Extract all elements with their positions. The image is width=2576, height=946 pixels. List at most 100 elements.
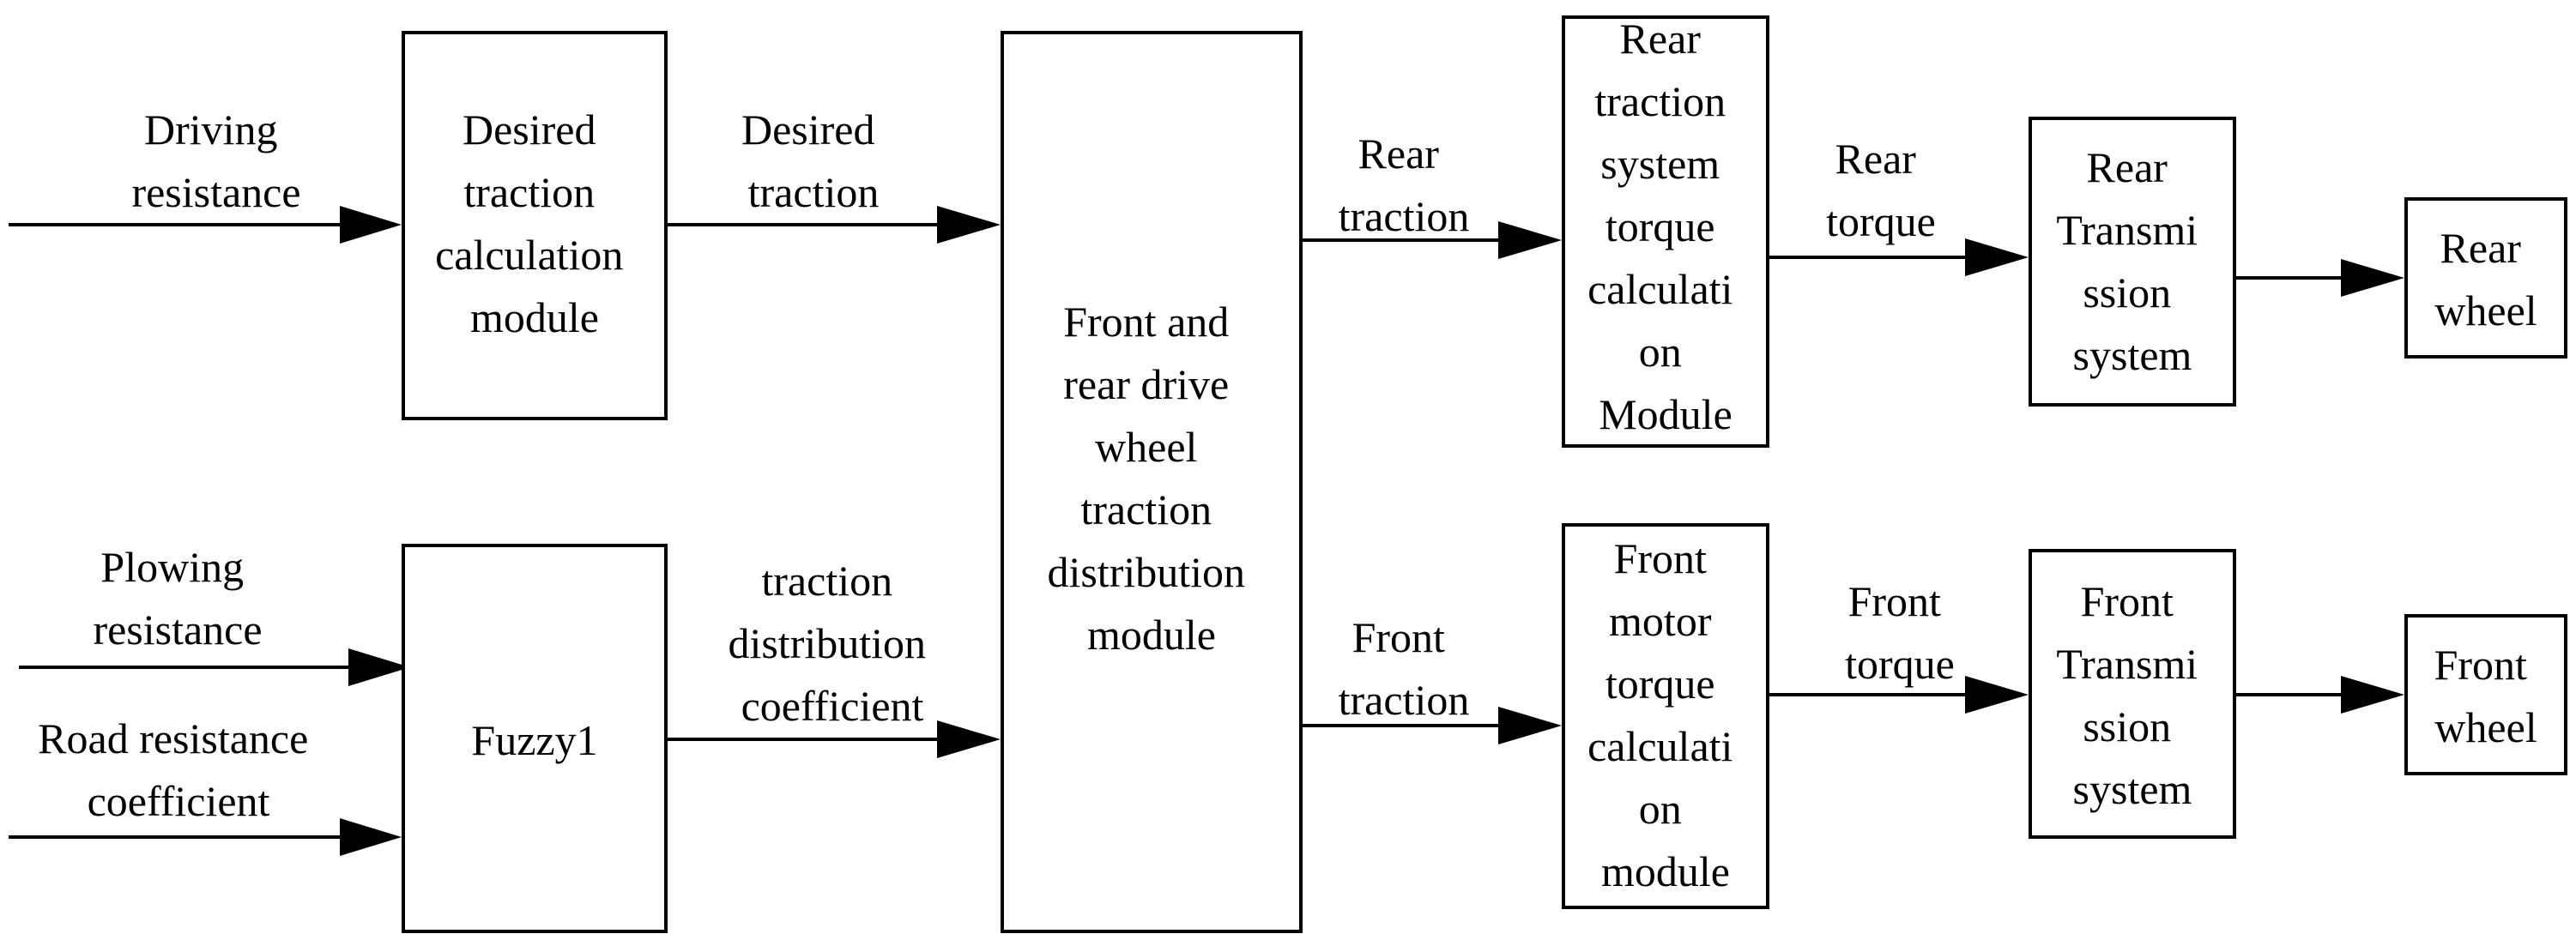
front-traction-label: Front traction — [1339, 613, 1470, 724]
block-line: ssion — [2083, 702, 2171, 750]
front-traction-arrowhead — [1498, 707, 1562, 744]
block-line: torque — [1605, 202, 1715, 250]
traction-distribution-box — [1001, 31, 1303, 933]
desired-traction-calculation-block: Desired traction calculation module — [402, 31, 668, 420]
block-line: Front — [1614, 534, 1707, 582]
signal-line: traction — [748, 168, 880, 216]
rear-torque-calculation-box — [1562, 15, 1769, 448]
block-line: Front — [2434, 641, 2527, 689]
front-transmission-box — [2029, 549, 2236, 839]
signal-line: Front — [1848, 577, 1941, 625]
rear-traction-arrowhead — [1498, 221, 1562, 259]
block-line: motor — [1609, 597, 1712, 645]
block-line: traction — [463, 168, 595, 216]
signal-line: Rear — [1358, 130, 1440, 178]
signal-line: traction — [1339, 676, 1470, 724]
signal-line: Plowing — [100, 543, 244, 591]
plowing-resistance-label: Plowing resistance — [93, 543, 262, 654]
block-line: Rear — [2087, 143, 2168, 191]
signal-line: traction — [761, 557, 892, 605]
block-line: calculati — [1587, 265, 1732, 313]
block-line: calculation — [435, 231, 623, 279]
signal-line: Rear — [1835, 135, 1917, 183]
fuzzy1-box — [402, 544, 668, 933]
desired-traction-label: Desired traction — [741, 105, 886, 216]
front-transmission-to-wheel-arrowhead — [2341, 676, 2404, 714]
front-torque-label: Front torque — [1845, 577, 1955, 688]
block-line: Front — [2081, 577, 2174, 625]
road-resistance-arrowhead — [340, 818, 402, 856]
signal-line: resistance — [131, 168, 300, 216]
fuzzy1-block: Fuzzy1 — [402, 544, 668, 933]
front-torque-calculation-box — [1562, 523, 1769, 909]
connections — [9, 206, 2404, 856]
signal-line: resistance — [93, 606, 262, 654]
driving-resistance-label: Driving resistance — [131, 105, 300, 216]
plowing-resistance-arrowhead — [348, 648, 410, 686]
signal-line: Desired — [741, 105, 875, 154]
fuzzy1-label: Fuzzy1 — [471, 716, 597, 764]
rear-transmission-box — [2029, 117, 2236, 407]
front-torque-arrowhead — [1965, 676, 2029, 714]
rear-wheel-block: Rear wheel — [2404, 197, 2567, 359]
block-line: wheel — [2434, 286, 2537, 334]
signal-line: torque — [1826, 197, 1936, 245]
block-line: system — [1600, 140, 1720, 188]
block-line: Fuzzy1 — [471, 716, 597, 764]
front-wheel-label: Front wheel — [2434, 641, 2538, 751]
block-line: system — [2073, 331, 2192, 379]
rear-transmission-block: Rear Transmi ssion system — [2029, 117, 2236, 407]
distribution-coefficient-arrowhead — [937, 720, 1001, 758]
block-line: Module — [1599, 390, 1732, 438]
signal-line: distribution — [728, 619, 926, 667]
block-line: Rear — [2440, 224, 2522, 272]
rear-traction-label: Rear traction — [1339, 130, 1470, 240]
rear-wheel-box — [2404, 197, 2567, 359]
block-line: traction — [1080, 485, 1212, 533]
signal-line: coefficient — [741, 682, 924, 730]
signal-labels: Driving resistance Desired traction Plow… — [38, 105, 1955, 825]
signal-line: Road resistance — [38, 714, 308, 762]
traction-distribution-label: Front and rear drive wheel traction dist… — [1047, 298, 1255, 659]
signal-line: traction — [1339, 192, 1470, 240]
block-line: rear drive — [1063, 360, 1229, 408]
traction-distribution-block: Front and rear drive wheel traction dist… — [1001, 31, 1303, 933]
front-transmission-label: Front Transmi ssion system — [2056, 577, 2208, 813]
road-resistance-coefficient-label: Road resistance coefficient — [38, 714, 319, 825]
front-torque-calculation-block: Front motor torque calculati on module — [1562, 523, 1769, 909]
rear-wheel-label: Rear wheel — [2434, 224, 2537, 334]
rear-torque-arrowhead — [1965, 238, 2029, 276]
block-line: torque — [1605, 660, 1715, 708]
front-wheel-box — [2404, 614, 2567, 775]
rear-transmission-to-wheel-arrowhead — [2341, 259, 2404, 297]
desired-traction-arrowhead — [937, 206, 1001, 244]
front-transmission-block: Front Transmi ssion system — [2029, 549, 2236, 839]
block-line: calculati — [1587, 722, 1732, 770]
block-line: module — [1601, 847, 1730, 895]
block-line: distribution — [1047, 548, 1245, 596]
rear-torque-calculation-block: Rear traction system torque calculati on… — [1562, 15, 1769, 448]
block-line: Front and — [1063, 298, 1229, 346]
block-line: Rear — [1620, 15, 1702, 63]
front-torque-calculation-label: Front motor torque calculati on module — [1587, 534, 1744, 895]
desired-traction-calculation-label: Desired traction calculation module — [435, 105, 634, 341]
block-line: on — [1639, 328, 1682, 376]
block-line: wheel — [1095, 423, 1197, 471]
signal-line: torque — [1845, 640, 1955, 688]
block-line: Transmi — [2056, 206, 2198, 254]
rear-transmission-label: Rear Transmi ssion system — [2056, 143, 2208, 379]
block-line: Transmi — [2056, 640, 2198, 688]
rear-torque-calculation-label: Rear traction system torque calculati on… — [1587, 15, 1744, 438]
distribution-coefficient-label: traction distribution coefficient — [728, 557, 936, 730]
block-line: Desired — [463, 105, 596, 154]
driving-resistance-arrowhead — [340, 206, 402, 244]
block-line: system — [2073, 765, 2192, 813]
block-line: ssion — [2083, 268, 2171, 316]
block-line: module — [470, 293, 599, 341]
signal-line: Front — [1352, 613, 1445, 661]
front-wheel-block: Front wheel — [2404, 614, 2567, 775]
block-line: wheel — [2434, 703, 2537, 751]
signal-line: Driving — [144, 105, 278, 154]
